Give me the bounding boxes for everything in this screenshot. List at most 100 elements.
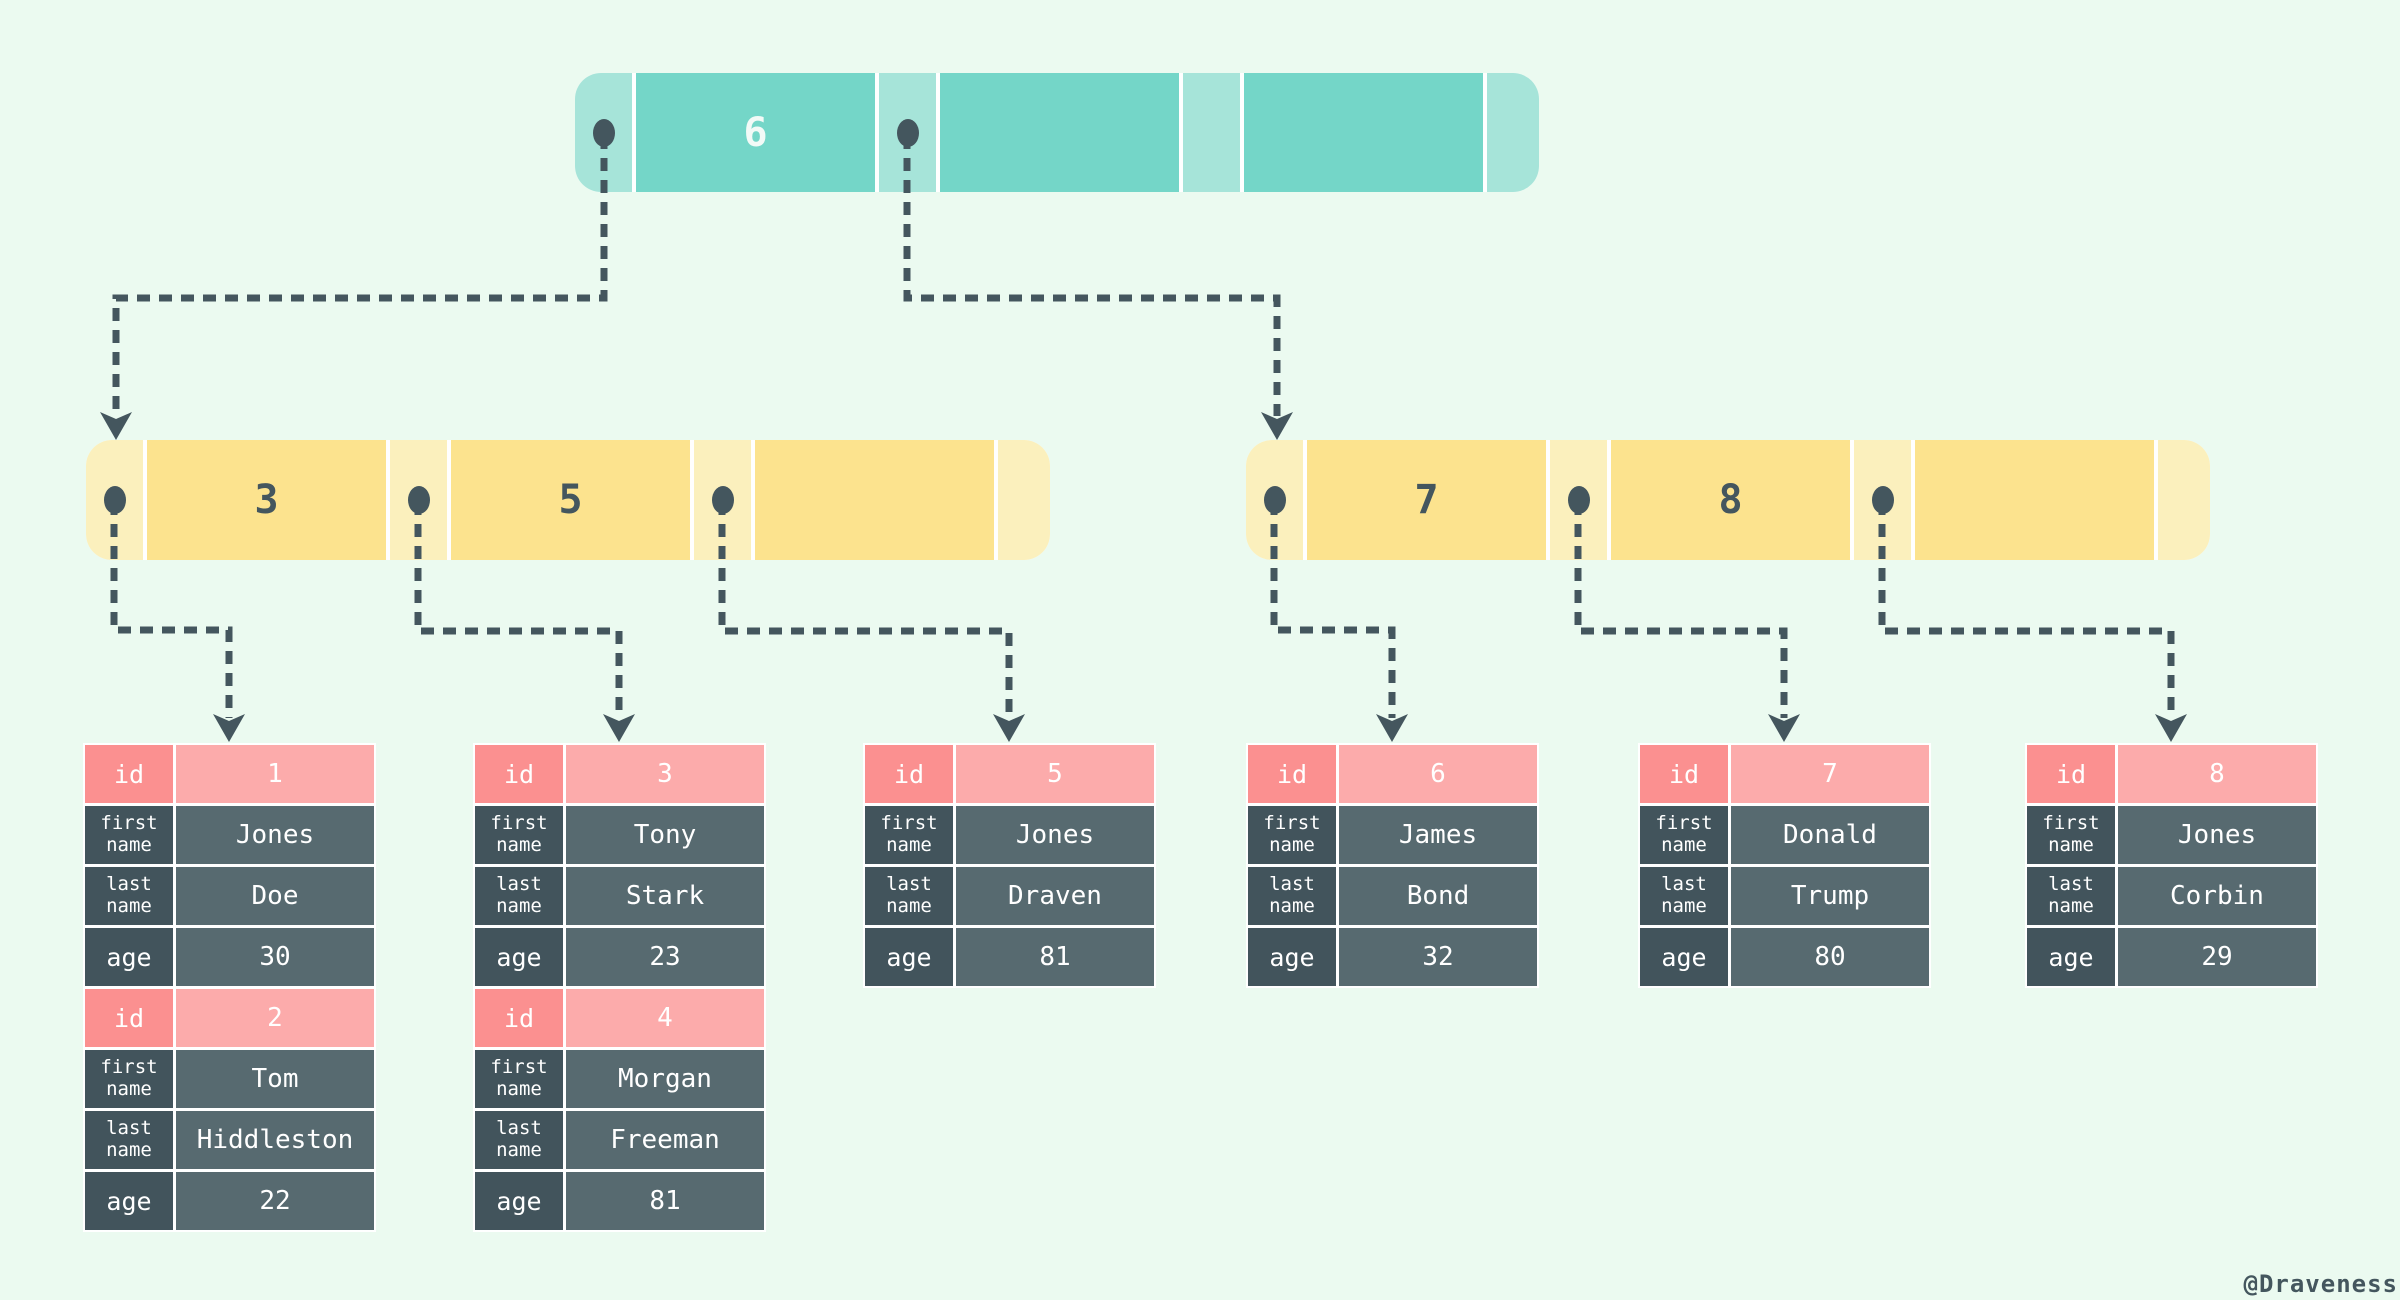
field-value-age: 29 (2118, 928, 2316, 986)
field-value-last-name: Corbin (2118, 867, 2316, 925)
field-label-id: id (2027, 745, 2115, 803)
field-label-age: age (1640, 928, 1728, 986)
field-value-first-name: Morgan (566, 1050, 764, 1108)
field-value-id: 7 (1731, 745, 1929, 803)
field-label-last-name: last name (475, 867, 563, 925)
right-node-end-cap (2158, 440, 2210, 560)
field-label-last-name: last name (85, 867, 173, 925)
field-label-age: age (475, 928, 563, 986)
field-value-first-name: Tony (566, 806, 764, 864)
field-value-age: 81 (566, 1172, 764, 1230)
left-node-pointer-cell-3 (694, 440, 751, 560)
arrowhead-icon (993, 714, 1025, 742)
field-label-id: id (85, 989, 173, 1047)
right-node-pointer-cell-3 (1854, 440, 1911, 560)
field-label-first-name: first name (2027, 806, 2115, 864)
connector-root-to-left-node (100, 136, 608, 440)
record-table-1: id 1 first name Jones last name Doe age … (83, 743, 376, 1232)
pointer-dot (1263, 486, 1286, 514)
record-table-2: id 3 first name Tony last name Stark age… (473, 743, 766, 1232)
root-key-cell-2 (940, 73, 1179, 192)
left-node-end-cap (998, 440, 1050, 560)
internal-node-right: 7 8 (1246, 440, 2210, 560)
root-pointer-cell-2 (879, 73, 936, 192)
field-value-first-name: Tom (176, 1050, 374, 1108)
field-label-first-name: first name (1248, 806, 1336, 864)
pointer-dot (711, 486, 734, 514)
field-value-id: 8 (2118, 745, 2316, 803)
field-label-first-name: first name (865, 806, 953, 864)
field-label-id: id (475, 745, 563, 803)
root-key-cell-1: 6 (636, 73, 875, 192)
field-value-first-name: Jones (176, 806, 374, 864)
field-label-age: age (85, 1172, 173, 1230)
pointer-dot (1871, 486, 1894, 514)
pointer-dot (592, 118, 615, 147)
field-label-first-name: first name (475, 1050, 563, 1108)
arrowhead-icon (603, 714, 635, 742)
field-value-age: 22 (176, 1172, 374, 1230)
right-node-key-cell-3 (1915, 440, 2154, 560)
field-value-first-name: Jones (2118, 806, 2316, 864)
field-label-age: age (475, 1172, 563, 1230)
arrowhead-icon (213, 714, 245, 742)
left-node-key-cell-1: 3 (147, 440, 386, 560)
left-node-key-cell-2: 5 (451, 440, 690, 560)
field-value-last-name: Freeman (566, 1111, 764, 1169)
field-value-id: 6 (1339, 745, 1537, 803)
field-label-last-name: last name (85, 1111, 173, 1169)
record-table-5: id 7 first name Donald last name Trump a… (1638, 743, 1931, 988)
right-node-pointer-cell-2 (1550, 440, 1607, 560)
field-value-first-name: James (1339, 806, 1537, 864)
field-label-id: id (475, 989, 563, 1047)
internal-node-left: 3 5 (86, 440, 1050, 560)
record-table-4: id 6 first name James last name Bond age… (1246, 743, 1539, 988)
root-node: 6 (575, 73, 1539, 192)
watermark-label: @Draveness (2243, 1270, 2398, 1298)
root-key-cell-3 (1244, 73, 1483, 192)
field-label-first-name: first name (475, 806, 563, 864)
field-label-last-name: last name (865, 867, 953, 925)
field-label-age: age (2027, 928, 2115, 986)
field-label-id: id (1640, 745, 1728, 803)
field-value-age: 32 (1339, 928, 1537, 986)
arrowhead-icon (1376, 714, 1408, 742)
field-value-age: 81 (956, 928, 1154, 986)
right-node-pointer-cell-1 (1246, 440, 1303, 560)
field-value-id: 3 (566, 745, 764, 803)
field-value-last-name: Hiddleston (176, 1111, 374, 1169)
field-value-last-name: Stark (566, 867, 764, 925)
arrowhead-icon (1261, 412, 1293, 440)
field-label-last-name: last name (475, 1111, 563, 1169)
pointer-dot (103, 486, 126, 514)
field-value-first-name: Donald (1731, 806, 1929, 864)
field-value-age: 23 (566, 928, 764, 986)
field-label-id: id (1248, 745, 1336, 803)
root-pointer-cell-1 (575, 73, 632, 192)
field-value-last-name: Bond (1339, 867, 1537, 925)
pointer-dot (896, 118, 919, 147)
arrowhead-icon (100, 412, 132, 440)
field-value-first-name: Jones (956, 806, 1154, 864)
arrowhead-icon (1768, 714, 1800, 742)
field-value-id: 2 (176, 989, 374, 1047)
field-value-age: 80 (1731, 928, 1929, 986)
field-label-id: id (865, 745, 953, 803)
field-value-id: 5 (956, 745, 1154, 803)
left-node-key-cell-3 (755, 440, 994, 560)
record-table-6: id 8 first name Jones last name Corbin a… (2025, 743, 2318, 988)
right-node-key-cell-1: 7 (1307, 440, 1546, 560)
field-label-id: id (85, 745, 173, 803)
field-value-last-name: Trump (1731, 867, 1929, 925)
field-label-first-name: first name (1640, 806, 1728, 864)
left-node-pointer-cell-2 (390, 440, 447, 560)
right-node-key-cell-2: 8 (1611, 440, 1850, 560)
field-label-age: age (1248, 928, 1336, 986)
field-label-age: age (85, 928, 173, 986)
field-label-age: age (865, 928, 953, 986)
field-label-last-name: last name (1640, 867, 1728, 925)
field-label-first-name: first name (85, 1050, 173, 1108)
field-label-first-name: first name (85, 806, 173, 864)
field-label-last-name: last name (1248, 867, 1336, 925)
